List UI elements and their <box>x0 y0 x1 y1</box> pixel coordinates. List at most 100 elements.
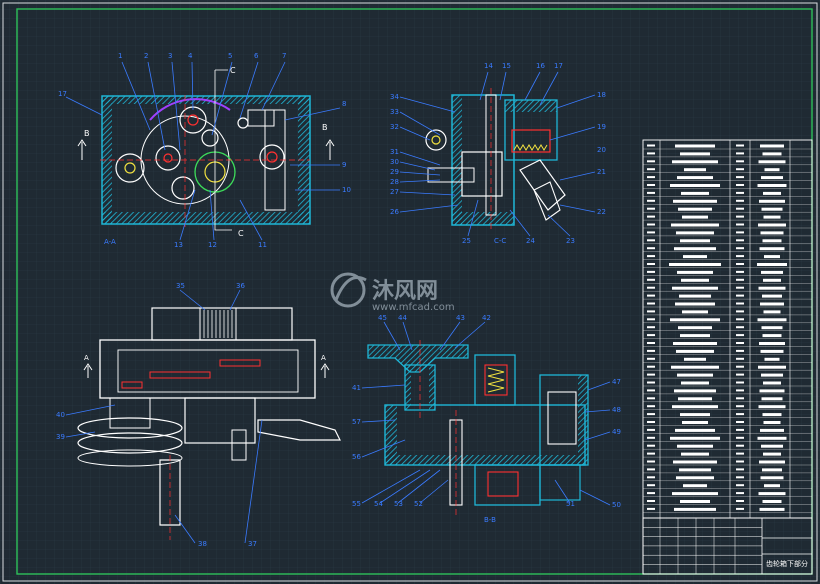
right-box-hatch <box>578 375 588 465</box>
parts-list-cell-text <box>670 318 720 322</box>
parts-list-cell-text <box>647 207 655 210</box>
parts-list-cell-text <box>761 270 783 274</box>
parts-list-cell-text <box>736 286 744 289</box>
parts-list-cell-text <box>681 191 709 195</box>
parts-list-cell-text <box>681 452 709 456</box>
parts-list-cell-text <box>647 476 655 479</box>
parts-list-cell-text <box>647 152 655 155</box>
parts-list-cell-text <box>763 421 781 424</box>
parts-list-cell-text <box>736 421 744 423</box>
parts-list-cell-text <box>647 397 655 400</box>
parts-list-cell-text <box>764 357 780 361</box>
parts-list-cell-text <box>736 302 744 305</box>
parts-list-cell-text <box>736 255 744 258</box>
parts-list-cell-text <box>647 176 655 179</box>
section-marker-b-left: B <box>84 129 90 138</box>
parts-list-cell-text <box>647 381 655 384</box>
handwheel-hub <box>109 397 151 429</box>
parts-list-cell-text <box>736 223 744 226</box>
parts-list-cell-text <box>736 215 744 218</box>
parts-list-cell-text <box>736 207 744 210</box>
part-no-22: 22 <box>597 208 606 216</box>
view-section-c-c: 14 15 16 17 34 33 32 31 30 29 28 27 26 1… <box>390 62 606 245</box>
gear-mid <box>201 129 219 147</box>
section-marker-c-bottom: C <box>238 229 244 238</box>
parts-list-cell-text <box>757 184 787 187</box>
part-no-11: 11 <box>258 241 267 249</box>
red-slot-2 <box>149 371 211 379</box>
bottom-block-b-b <box>539 464 581 501</box>
parts-list-cell-text <box>647 199 655 202</box>
parts-list-cell-text <box>761 373 783 377</box>
parts-list-cell-text <box>647 310 655 313</box>
parts-list-cell-text <box>762 468 782 472</box>
column-b-b-hatch-l <box>405 365 411 410</box>
part-no-52: 52 <box>414 500 423 508</box>
part-no-51: 51 <box>566 500 575 508</box>
parts-list-cell-text <box>647 239 655 242</box>
parts-list-cell-text <box>683 255 707 259</box>
parts-list-cell-text <box>736 160 744 163</box>
parts-list-cell-text <box>647 286 655 289</box>
part-no-16: 16 <box>536 62 545 70</box>
parts-list-cell-text <box>736 357 744 360</box>
parts-list-cell-text <box>647 452 655 455</box>
parts-list-cell-text <box>672 492 718 496</box>
parts-list-cell-text <box>736 168 744 171</box>
parts-list-cell-text <box>736 507 744 510</box>
view-label-b-b: B-B <box>484 516 496 524</box>
part-no-14: 14 <box>484 62 493 70</box>
side-bolt-c-c-inner <box>431 135 441 145</box>
parts-list-cell-text <box>736 365 744 368</box>
parts-list-cell-text <box>764 168 780 172</box>
handwheel-mid <box>77 432 183 454</box>
red-slot-1 <box>121 381 143 389</box>
housing-wall-bottom <box>102 212 310 224</box>
parts-list-cell-text <box>736 444 744 447</box>
parts-list-cell-text <box>682 310 708 314</box>
parts-list-cell-text <box>684 357 706 361</box>
part-no-7: 7 <box>282 52 286 60</box>
parts-list-table <box>642 139 813 519</box>
parts-list-cell-text <box>647 318 655 321</box>
leaders-view1 <box>65 61 341 241</box>
parts-list-cell-text <box>763 278 781 282</box>
inner-mech <box>117 349 299 393</box>
part-no-6: 6 <box>254 52 259 60</box>
part-no-23: 23 <box>566 237 575 245</box>
parts-list-rows <box>643 144 812 513</box>
housing-c-c-bottom <box>452 212 514 225</box>
part-no-29: 29 <box>390 168 399 176</box>
part-no-39: 39 <box>56 433 65 441</box>
part-no-12: 12 <box>208 241 217 249</box>
parts-list-cell-text <box>680 334 710 338</box>
section-marker-c-top: C <box>230 66 236 75</box>
parts-list-cell-text <box>647 349 655 352</box>
section-marker-a-left: A <box>84 354 89 362</box>
housing-c-c-left-wall <box>452 95 462 225</box>
gear-right-shaft <box>266 151 278 163</box>
upper-box-b-b <box>474 354 516 406</box>
parts-list-cell-text <box>736 468 744 471</box>
part-no-27: 27 <box>390 188 399 196</box>
view-section-b-b: 45 44 43 42 41 57 56 55 47 48 49 50 54 5… <box>352 314 621 524</box>
part-no-4: 4 <box>188 52 193 60</box>
part-no-37: 37 <box>248 540 257 548</box>
gear-center-shaft <box>163 153 173 163</box>
parts-list-cell-text <box>647 184 655 186</box>
parts-list-cell-text <box>759 247 785 251</box>
watermark-logo-icon <box>330 272 366 308</box>
red-slot-3 <box>219 359 261 367</box>
parts-list-cell-text <box>757 436 787 440</box>
part-no-15: 15 <box>502 62 511 70</box>
parts-list-cell-text <box>759 389 785 393</box>
parts-list-cell-text <box>763 191 781 195</box>
parts-list-cell-text <box>647 507 655 510</box>
parts-list-cell-text <box>736 428 744 431</box>
parts-list-cell-text <box>678 397 712 401</box>
spring-box-b-b <box>484 364 508 396</box>
parts-list-cell-text <box>760 476 784 480</box>
part-no-32: 32 <box>390 123 399 131</box>
parts-list-cell-text <box>647 231 655 234</box>
